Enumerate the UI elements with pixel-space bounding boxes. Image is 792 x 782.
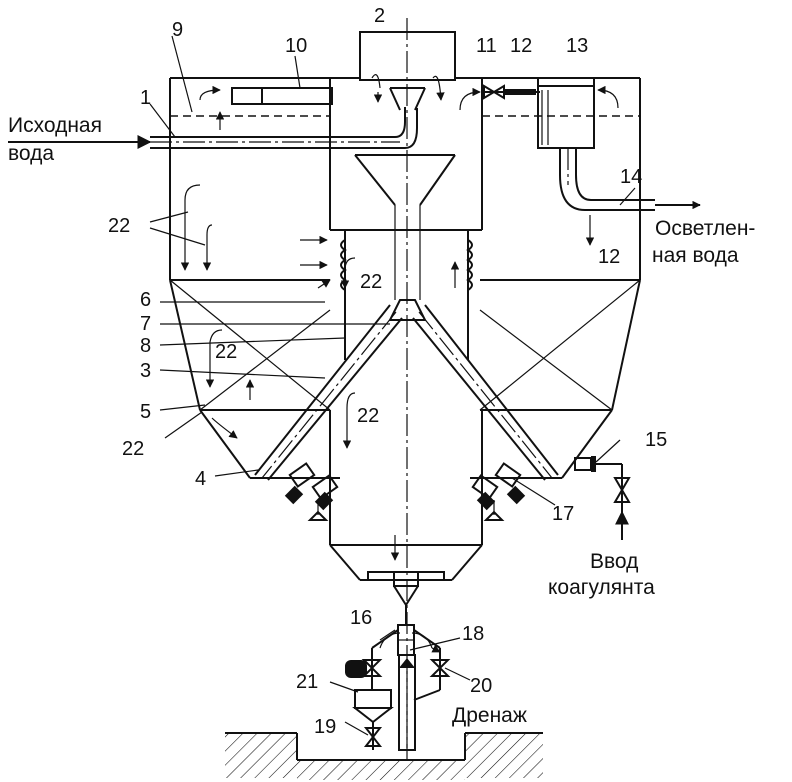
callout-16: 16 bbox=[350, 607, 372, 629]
callout-5: 5 bbox=[140, 401, 151, 423]
outlet-assembly bbox=[482, 77, 700, 211]
outer-housing bbox=[169, 77, 641, 479]
callout-6: 6 bbox=[140, 289, 151, 311]
coagulant-label-line2: коагулянта bbox=[548, 576, 655, 599]
callout-7: 7 bbox=[140, 313, 151, 335]
callout-10: 10 bbox=[285, 35, 307, 57]
callout-18: 18 bbox=[462, 623, 484, 645]
callout-4: 4 bbox=[195, 468, 206, 490]
callout-9: 9 bbox=[172, 19, 183, 41]
callout-1: 1 bbox=[140, 87, 151, 109]
top-left-distributor bbox=[231, 87, 333, 105]
callout-15: 15 bbox=[645, 429, 667, 451]
callout-22-a: 22 bbox=[108, 215, 130, 237]
central-column bbox=[329, 18, 483, 760]
leader-lines bbox=[149, 35, 636, 736]
callout-21: 21 bbox=[296, 671, 318, 693]
clarified-label-line2: ная вода bbox=[652, 244, 739, 267]
callout-3: 3 bbox=[140, 360, 151, 382]
callout-20: 20 bbox=[470, 675, 492, 697]
coagulant-line bbox=[574, 456, 631, 540]
callout-12-bottom: 12 bbox=[598, 246, 620, 268]
callout-12-top: 12 bbox=[510, 35, 532, 57]
callout-8: 8 bbox=[140, 335, 151, 357]
inlet-label-line2: вода bbox=[8, 142, 54, 165]
flow-arrows bbox=[180, 74, 701, 653]
inlet-label-line1: Исходная bbox=[8, 114, 102, 137]
callout-22-e: 22 bbox=[122, 438, 144, 460]
drainage-system bbox=[345, 605, 451, 751]
coagulant-label-line1: Ввод bbox=[590, 550, 638, 573]
callout-14: 14 bbox=[620, 166, 642, 188]
callout-2: 2 bbox=[374, 5, 385, 27]
clarified-label-line1: Осветлен- bbox=[655, 217, 755, 240]
sludge-valves-left bbox=[284, 462, 339, 521]
callout-17: 17 bbox=[552, 503, 574, 525]
inlet-pipe bbox=[8, 107, 418, 149]
callout-22-d: 22 bbox=[357, 405, 379, 427]
inclined-pipes bbox=[250, 299, 562, 481]
sludge-valves-right bbox=[471, 462, 526, 521]
callout-11: 11 bbox=[476, 35, 497, 57]
callout-22-c: 22 bbox=[215, 341, 237, 363]
callout-19: 19 bbox=[314, 716, 336, 738]
ground-pit bbox=[225, 732, 543, 780]
drainage-label: Дренаж bbox=[452, 704, 527, 727]
callout-22-b: 22 bbox=[360, 271, 382, 293]
callout-13: 13 bbox=[566, 35, 588, 57]
